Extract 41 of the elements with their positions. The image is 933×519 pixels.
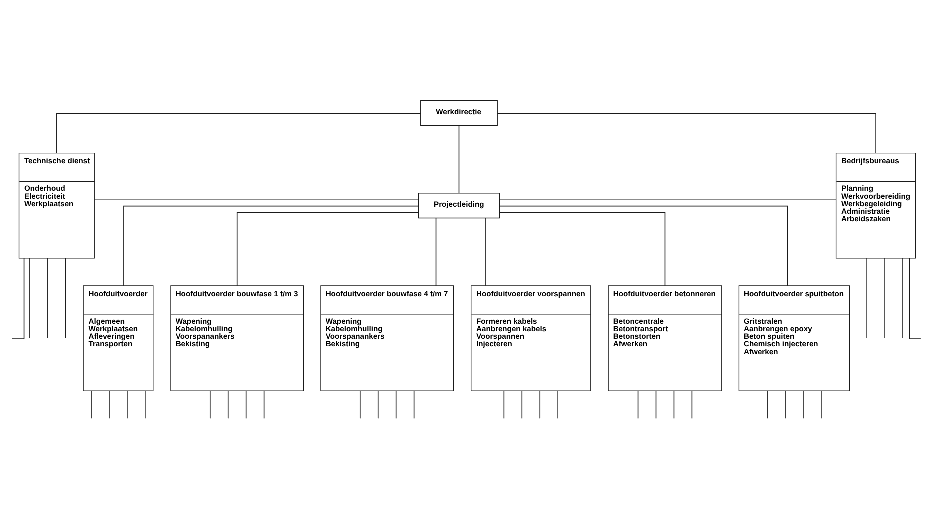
connector	[91, 390, 92, 419]
connector	[127, 390, 128, 419]
connector	[767, 390, 768, 419]
connector	[360, 390, 361, 419]
connector	[884, 258, 886, 338]
connector	[785, 390, 786, 419]
connector	[264, 390, 265, 419]
connector	[674, 390, 675, 419]
connector	[396, 390, 397, 419]
connector	[499, 199, 836, 200]
connector	[522, 390, 523, 419]
connector	[821, 390, 822, 419]
connector	[436, 217, 437, 286]
connector	[803, 390, 804, 419]
connector	[12, 258, 25, 339]
connector	[902, 258, 904, 338]
connector	[210, 390, 211, 419]
connector	[692, 390, 693, 419]
connector	[497, 112, 876, 153]
connector	[94, 199, 419, 200]
connector	[504, 390, 505, 419]
node-box: Projectleiding	[418, 192, 500, 218]
connector	[228, 390, 229, 419]
connector	[656, 390, 657, 419]
connector	[145, 390, 146, 419]
connector	[499, 205, 788, 286]
node-box: Werkdirectie	[420, 100, 498, 126]
connector	[124, 205, 420, 286]
connector	[109, 390, 110, 419]
connector	[56, 112, 422, 153]
connector	[378, 390, 379, 419]
connector	[540, 390, 541, 419]
connector	[499, 212, 666, 286]
connector	[414, 390, 415, 419]
connector	[246, 390, 247, 419]
connector	[458, 124, 460, 194]
connector	[485, 217, 486, 286]
connector	[236, 212, 420, 286]
connector	[909, 258, 922, 339]
connector	[866, 258, 868, 338]
connector	[638, 390, 639, 419]
